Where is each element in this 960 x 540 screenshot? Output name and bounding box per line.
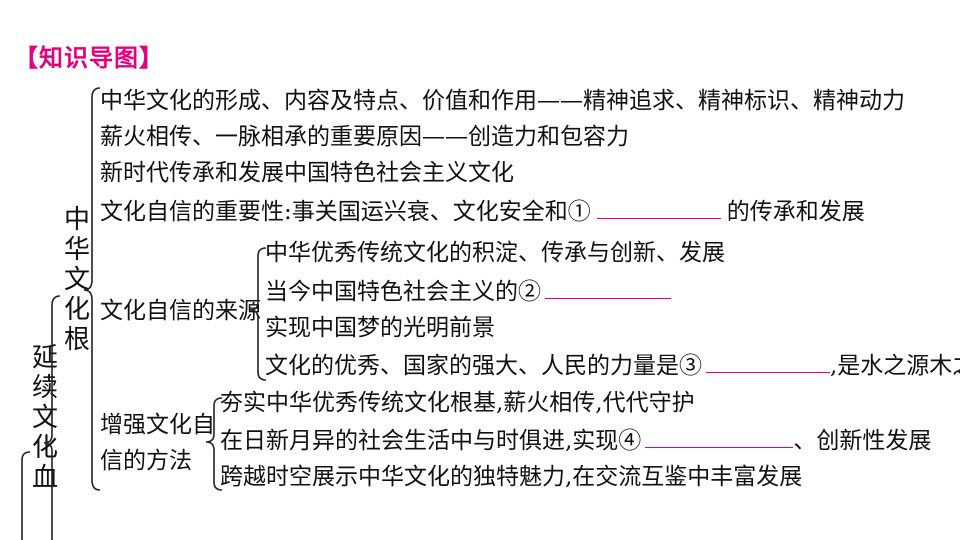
root-label: 延续文化血 <box>31 343 58 493</box>
blank-1[interactable] <box>596 196 721 219</box>
blank-4[interactable] <box>645 425 794 448</box>
blank-2[interactable] <box>545 276 671 299</box>
line-formation: 中华文化的形成、内容及特点、价值和作用——精神追求、精神标识、精神动力 <box>100 88 905 114</box>
section-title: 【知识导图】 <box>14 43 164 72</box>
innovation-tail: 、创新性发展 <box>793 428 932 454</box>
line-new-era: 新时代传承和发展中国特色社会主义文化 <box>100 160 514 186</box>
source-power: 文化的优秀、国家的强大、人民的力量是③ ,是水之源木之本 <box>265 350 960 381</box>
method-innovation: 在日新月异的社会生活中与时俱进,实现④ 、创新性发展 <box>220 425 931 456</box>
line-origin: 薪火相传、一脉相承的重要原因——创造力和包容力 <box>100 124 629 150</box>
importance-tail: 的传承和发展 <box>726 199 865 225</box>
line-importance: 文化自信的重要性:事关国运兴衰、文化安全和① 的传承和发展 <box>100 196 865 227</box>
method-label-2: 信的方法 <box>100 448 192 474</box>
socialism-text: 当今中国特色社会主义的② <box>265 279 541 305</box>
importance-text: 文化自信的重要性:事关国运兴衰、文化安全和① <box>100 199 591 225</box>
power-tail: ,是水之源木之本 <box>830 353 960 379</box>
method-label-1: 增强文化自 <box>100 412 215 438</box>
blank-3[interactable] <box>706 350 830 373</box>
source-socialism: 当今中国特色社会主义的② <box>265 276 671 307</box>
source-label: 文化自信的来源 <box>100 298 261 324</box>
innovation-text: 在日新月异的社会生活中与时俱进,实现④ <box>220 428 642 454</box>
source-tradition: 中华优秀传统文化的积淀、传承与创新、发展 <box>265 240 725 266</box>
power-text: 文化的优秀、国家的强大、人民的力量是③ <box>265 353 702 379</box>
source-dream: 实现中国梦的光明前景 <box>265 315 495 341</box>
method-foundation: 夯实中华优秀传统文化根基,薪火相传,代代守护 <box>220 390 695 416</box>
method-exchange: 跨越时空展示中华文化的独特魅力,在交流互鉴中丰富发展 <box>220 464 803 490</box>
